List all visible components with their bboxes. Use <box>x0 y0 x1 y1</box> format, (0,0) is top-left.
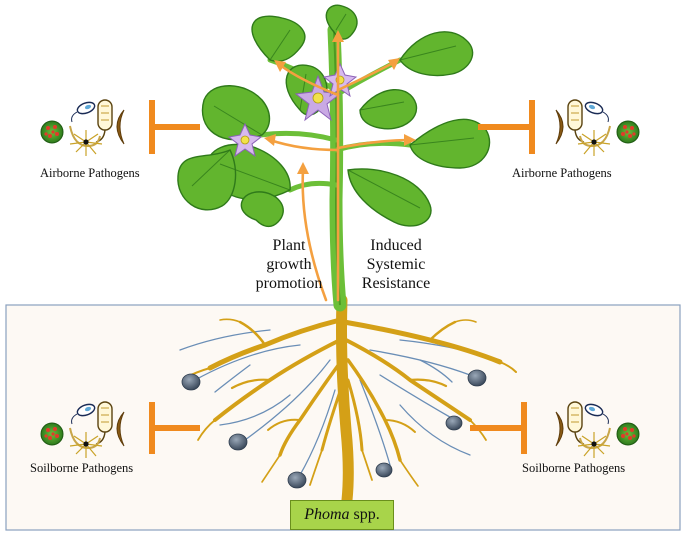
flowers <box>227 62 358 158</box>
leaf <box>409 118 491 169</box>
airborne-pathogens-left-label: Airborne Pathogens <box>40 166 140 180</box>
plant-shoot <box>177 4 491 312</box>
pathogens-airborne-left <box>40 99 125 157</box>
pathogens-airborne-right <box>555 99 640 157</box>
soilborne-pathogens-right-label: Soilborne Pathogens <box>522 461 626 475</box>
induced-systemic-resistance-label: Induced Systemic Resistance <box>350 236 442 293</box>
leaves <box>177 4 491 228</box>
plant-growth-line-3: promotion <box>255 275 323 292</box>
leaf <box>347 168 432 227</box>
plant-growth-line-2: growth <box>266 256 312 273</box>
phoma-spore <box>228 433 248 451</box>
leaf <box>359 89 418 130</box>
phoma-spore <box>181 373 201 391</box>
isr-line-2: Systemic <box>366 256 426 273</box>
inhibit-airborne-left <box>149 100 200 154</box>
phoma-spore <box>375 462 393 478</box>
leaf <box>201 85 271 141</box>
airborne-pathogens-right-label: Airborne Pathogens <box>512 166 612 180</box>
root-system <box>179 294 517 522</box>
phoma-spore <box>287 471 307 489</box>
phoma-spores <box>181 369 487 489</box>
phoma-genus: Phoma <box>304 506 350 523</box>
isr-line-3: Resistance <box>361 275 431 292</box>
isr-line-1: Induced <box>370 237 422 254</box>
leaf <box>177 149 237 211</box>
inhibit-soilborne-right <box>470 402 527 454</box>
inhibit-soilborne-left <box>149 402 200 454</box>
phoma-spore <box>467 369 487 387</box>
phoma-suffix: spp. <box>353 506 380 523</box>
leaf <box>240 191 284 228</box>
plant-growth-promotion-label: Plant growth promotion <box>244 236 334 293</box>
leaf <box>251 15 306 62</box>
inhibit-airborne-right <box>478 100 535 154</box>
phoma-label-box: Phoma spp. <box>290 500 394 530</box>
flower <box>227 122 263 158</box>
leaf <box>399 31 474 77</box>
plant-growth-line-1: Plant <box>272 237 306 254</box>
inhibition-symbols <box>149 100 535 454</box>
soilborne-pathogens-left-label: Soilborne Pathogens <box>30 461 134 475</box>
phoma-spore <box>445 415 463 431</box>
